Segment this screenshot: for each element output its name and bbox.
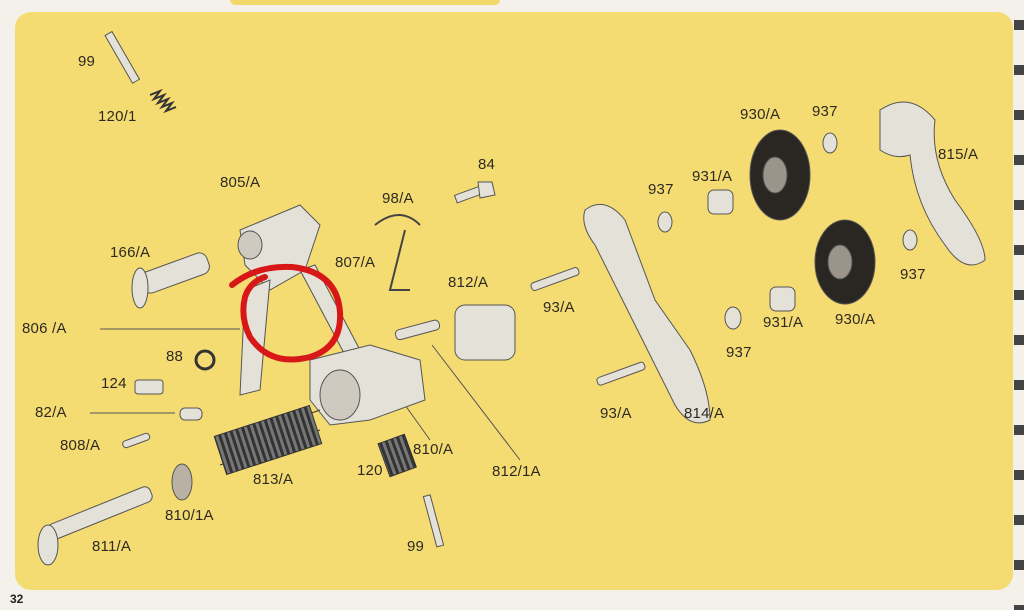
part-814a-cage-plate xyxy=(583,203,711,424)
part-930a-pulley-top xyxy=(749,129,811,221)
label-99-top: 99 xyxy=(78,53,96,70)
label-82a: 82/A xyxy=(35,404,67,421)
top-edge-strip xyxy=(230,0,500,5)
label-98a: 98/A xyxy=(382,190,414,207)
part-931a-bushing xyxy=(707,189,734,215)
label-812a: 812/A xyxy=(448,274,489,291)
part-99-screw-bottom xyxy=(422,494,445,548)
label-814a: 814/A xyxy=(684,405,725,422)
label-120: 120 xyxy=(357,462,383,479)
part-99-screw xyxy=(104,30,141,84)
part-810-1a-bushing xyxy=(171,463,193,501)
part-98a-spring xyxy=(374,214,421,291)
part-937-washer xyxy=(724,306,742,330)
part-806a-arm xyxy=(239,279,271,396)
page-binding-edge xyxy=(1014,0,1024,610)
part-931a-bushing xyxy=(769,286,796,312)
label-88: 88 xyxy=(166,348,184,365)
label-811a: 811/A xyxy=(92,538,132,555)
label-931a-bottom: 931/A xyxy=(763,314,804,331)
label-810-1a: 810/1A xyxy=(165,507,214,524)
leader-810a xyxy=(404,404,431,441)
label-812-1a: 812/1A xyxy=(492,463,541,480)
part-812-1a-pin xyxy=(394,319,441,341)
part-82a-sleeve xyxy=(179,407,203,421)
part-812a-cylinder xyxy=(454,304,516,361)
label-808a: 808/A xyxy=(60,437,101,454)
leader-812-1a xyxy=(431,344,521,461)
label-930a-top: 930/A xyxy=(740,106,781,123)
label-120-1: 120/1 xyxy=(98,108,137,125)
label-937-b: 937 xyxy=(648,181,674,198)
label-807a: 807/A xyxy=(335,254,376,271)
part-811a-bolt xyxy=(47,486,153,540)
part-815a-cage-plate xyxy=(879,101,986,266)
label-166a: 166/A xyxy=(110,244,151,261)
part-93a-screw-bottom xyxy=(596,361,646,386)
label-930a-bottom: 930/A xyxy=(835,311,876,328)
part-930a-pulley-bottom xyxy=(814,219,876,305)
label-124: 124 xyxy=(101,375,127,392)
part-120-1-spring xyxy=(149,88,177,114)
label-93a-bottom: 93/A xyxy=(600,405,632,422)
label-937-d: 937 xyxy=(726,344,752,361)
part-93a-screw-top xyxy=(530,267,580,291)
part-88-spring xyxy=(194,349,216,371)
label-813a: 813/A xyxy=(253,471,294,488)
part-166a-head xyxy=(131,267,149,309)
part-808a-pin xyxy=(122,432,151,449)
label-937-c: 937 xyxy=(900,266,926,283)
label-99-bottom: 99 xyxy=(407,538,425,555)
label-93a-top: 93/A xyxy=(543,299,575,316)
label-805a: 805/A xyxy=(220,174,261,191)
page-number: 32 xyxy=(10,592,24,606)
part-120-spring xyxy=(377,433,417,478)
part-937-washer xyxy=(902,229,918,251)
part-937-washer xyxy=(657,211,673,233)
label-810a: 810/A xyxy=(413,441,454,458)
label-806a: 806 /A xyxy=(22,320,67,337)
part-124-screw xyxy=(134,379,164,395)
part-937-washer xyxy=(822,132,838,154)
red-annotation-circle xyxy=(229,263,344,363)
label-815a: 815/A xyxy=(938,146,979,163)
label-937-a: 937 xyxy=(812,103,838,120)
label-84: 84 xyxy=(478,156,496,173)
label-931a-top: 931/A xyxy=(692,168,733,185)
